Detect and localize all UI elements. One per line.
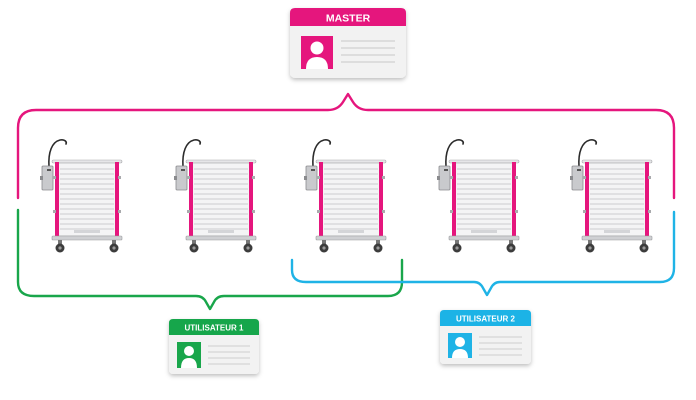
user2-bracket (290, 210, 676, 297)
master-badge-title: MASTER (326, 13, 371, 25)
user2-badge-title: UTILISATEUR 2 (456, 315, 516, 324)
badge-text-lines (208, 345, 250, 365)
user1-badge-title: UTILISATEUR 1 (185, 324, 245, 333)
master-bracket (16, 92, 676, 200)
user-avatar-icon (177, 342, 201, 368)
cart-2 (173, 139, 257, 254)
user-avatar-icon (448, 333, 472, 358)
cart-4 (436, 139, 520, 254)
cart-1 (39, 139, 123, 254)
user1-bracket (16, 208, 404, 311)
cart-5 (569, 139, 653, 254)
user-avatar-icon (301, 36, 333, 69)
badge-text-lines (479, 336, 522, 356)
badge-text-lines (341, 40, 395, 63)
cart-3 (303, 139, 387, 254)
